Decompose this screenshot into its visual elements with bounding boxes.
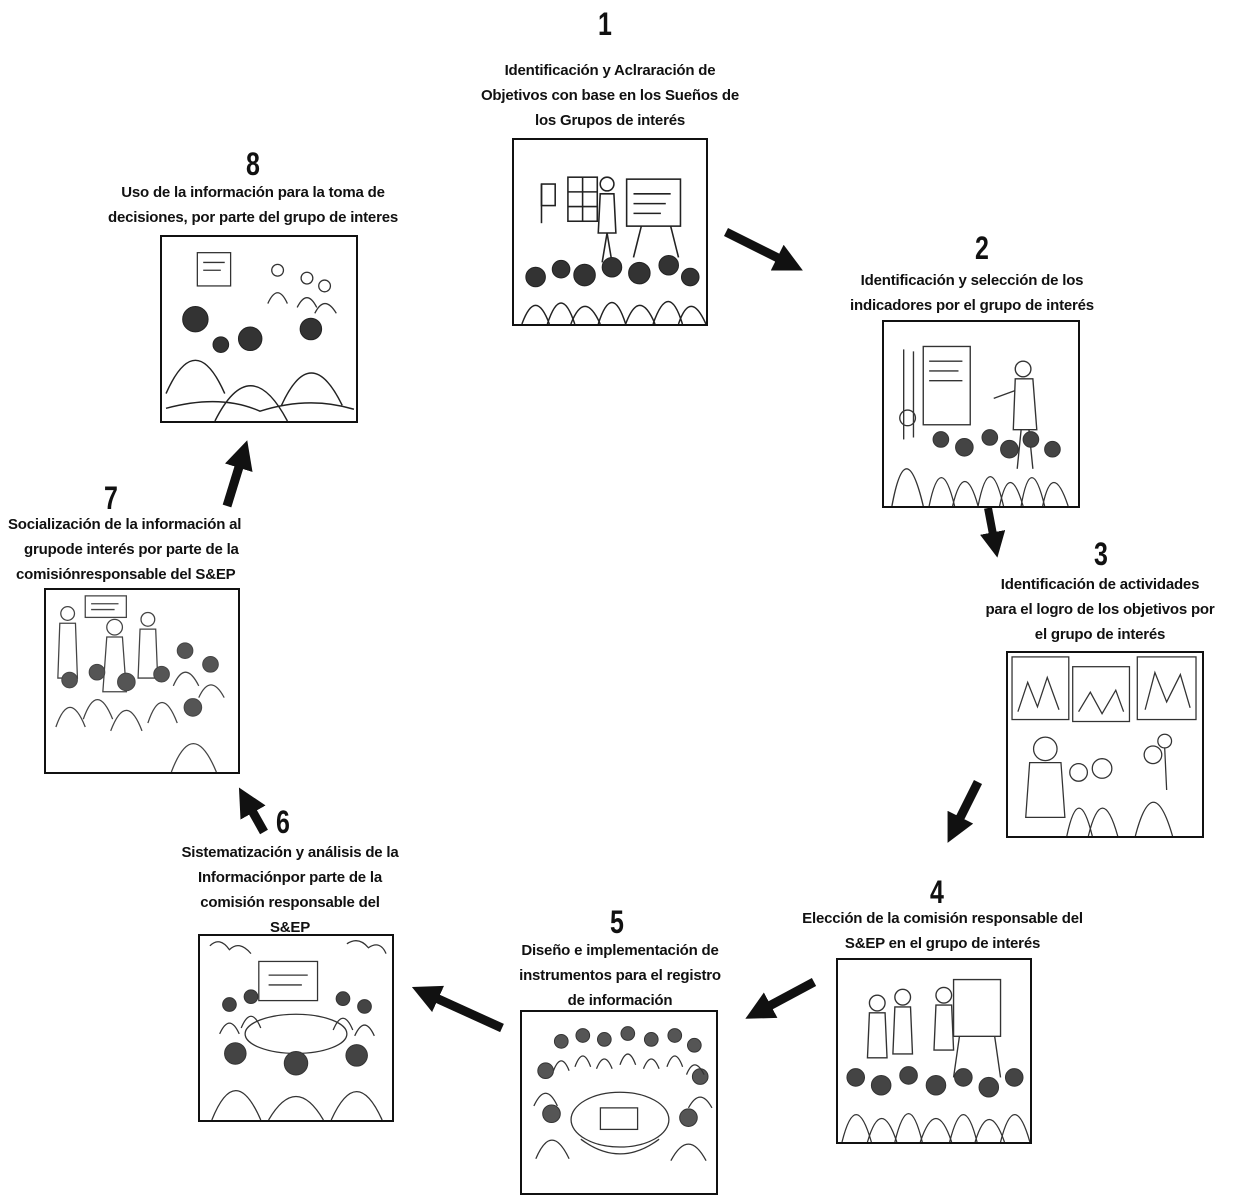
step-6-illustration (198, 934, 394, 1122)
step-7-number: 7 (103, 480, 118, 516)
arrow-3-to-4 (947, 779, 983, 843)
arrow-1-to-2 (723, 227, 803, 271)
step-3-number: 3 (1093, 536, 1108, 572)
step-2-number: 2 (974, 230, 989, 266)
step-1-number: 1 (597, 6, 612, 42)
arrow-7-to-8 (222, 440, 253, 508)
step-8-number: 8 (245, 146, 260, 182)
step-1-illustration (512, 138, 708, 326)
step-5-number: 5 (609, 904, 624, 940)
step-2-illustration (882, 320, 1080, 508)
arrow-6-to-7 (238, 787, 268, 835)
step-6-number: 6 (275, 804, 290, 840)
arrow-5-to-6 (411, 985, 504, 1033)
step-4-number: 4 (929, 874, 944, 910)
arrow-4-to-5 (745, 978, 817, 1019)
step-8-illustration (160, 235, 358, 423)
step-5-illustration (520, 1010, 718, 1195)
step-4-illustration (836, 958, 1032, 1144)
step-7-illustration (44, 588, 240, 774)
step-3-illustration (1006, 651, 1204, 838)
arrow-2-to-3 (980, 507, 1006, 558)
